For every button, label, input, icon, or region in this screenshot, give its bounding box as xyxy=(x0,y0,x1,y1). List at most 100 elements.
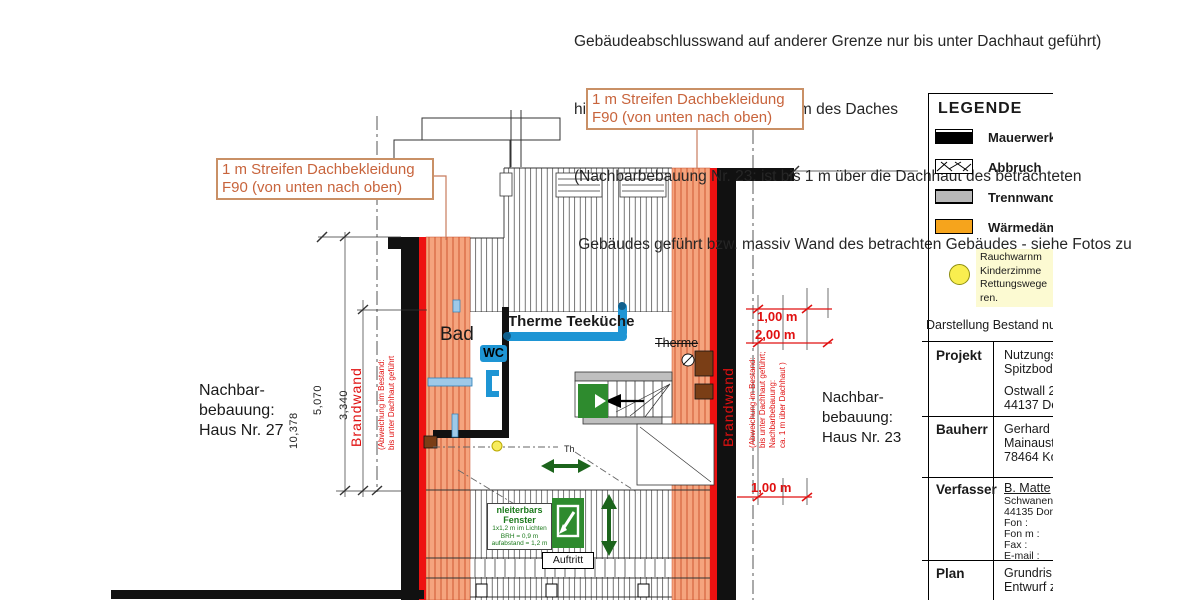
neighbor-right-label: Nachbar- bebauung: Haus Nr. 23 xyxy=(822,388,901,448)
smoke-note-line: Rettungswege xyxy=(980,278,1048,290)
waermedaemmung-swatch xyxy=(935,219,973,234)
win-note-line: BRH = 0,9 m xyxy=(500,532,539,540)
win-note-line: 1x1,2 m im Lichten xyxy=(492,525,547,532)
tb-label-plan: Plan xyxy=(936,566,965,581)
roof-windows xyxy=(499,172,667,198)
neighbor-line: Haus Nr. 27 xyxy=(199,422,284,439)
dim-upper: 5,070 xyxy=(312,384,324,415)
room-label-bad: Bad xyxy=(440,324,474,345)
win-note-line: Fenster xyxy=(503,515,536,525)
tb-value: Ostwall 2 xyxy=(1004,384,1053,398)
tb-line xyxy=(922,560,1053,561)
tb-value: 44135 Dor xyxy=(1004,506,1053,518)
horizontal-double-arrow-icon xyxy=(541,459,591,473)
dim-total: 10,378 xyxy=(288,412,300,449)
masonry-walls xyxy=(111,168,794,600)
room-label-therme-teekueche: Therme Teeküche xyxy=(508,313,635,330)
f90-strip-label-right: 1 m Streifen Dachbekleidung F90 (von unt… xyxy=(586,88,804,130)
vertical-double-arrow-icon xyxy=(601,494,617,556)
note-line: (Nachbarbebauung Nr. 23: ist bis 1 m übe… xyxy=(574,168,1082,185)
win-note-line: nleiterbars xyxy=(496,505,543,515)
f90-label-line: 1 m Streifen Dachbekleidung xyxy=(222,161,415,178)
tb-label-bauherr: Bauherr xyxy=(936,422,988,437)
panel-footer-note: Darstellung Bestand nu xyxy=(926,318,1053,332)
neighbor-line: Haus Nr. 23 xyxy=(822,429,902,446)
tb-value: E-mail : xyxy=(1004,550,1040,562)
tb-value: Mainaust xyxy=(1004,436,1053,450)
tb-value: Spitzbod xyxy=(1004,362,1053,376)
legend-item-trennwand: Trennwand xyxy=(988,190,1053,205)
smoke-note-line: Kinderzimme xyxy=(980,264,1042,277)
dim-red-bottom: 1,00 m xyxy=(751,480,792,495)
f90-label-line: 1 m Streifen Dachbekleidung xyxy=(592,91,785,108)
f90-label-line: F90 (von unten nach oben) xyxy=(222,179,403,196)
abbruch-swatch xyxy=(935,159,973,174)
firewall-left-note: bis unter Dachhaut geführt xyxy=(387,355,396,450)
panel-border-left xyxy=(928,93,929,600)
firewall-right-note: (Abweichung im Bestand: xyxy=(748,357,757,448)
tb-value: Schwanen xyxy=(1004,495,1053,507)
auftritt-label: Auftritt xyxy=(542,552,594,569)
tb-value: Entwurf z xyxy=(1004,580,1053,594)
neighbor-line: Nachbar- xyxy=(822,389,884,406)
tb-value: B. Matte xyxy=(1004,481,1051,495)
label-leader-lines xyxy=(430,127,698,240)
tb-value: Nutzungs xyxy=(1004,348,1053,362)
legend-item-waermedaemmung: Wärmedäm xyxy=(988,220,1053,235)
dim-red-top2: 2,00 m xyxy=(755,327,796,342)
firewall-lines xyxy=(419,168,717,600)
room-label-wc: WC xyxy=(480,345,507,362)
firewall-right-note: ca. 1 m über Dachhaut ) xyxy=(778,362,787,448)
tb-line xyxy=(922,416,1053,417)
tb-label-verfasser: Verfasser xyxy=(936,482,997,497)
firewall-left-note: (Abweichung im Bestand: xyxy=(377,359,386,450)
legend-item-abbruch: Abbruch xyxy=(988,160,1042,175)
mauerwerk-swatch xyxy=(935,129,973,144)
note-line: Gebäudeabschlusswand auf anderer Grenze … xyxy=(574,33,1102,50)
neighbor-line: Nachbar- xyxy=(199,382,265,399)
room-label-therme: Therme xyxy=(655,336,699,350)
note-line: Gebäudes geführt bzw. massiv Wand des be… xyxy=(574,235,1132,253)
win-note-line: aufabstand = 1,2 m xyxy=(491,540,548,547)
panel-border-top xyxy=(928,93,1053,94)
tb-value: Fon : xyxy=(1004,517,1028,529)
roof-hatch-band xyxy=(429,167,672,313)
label-th: Th xyxy=(564,444,575,454)
dimension-lines-black xyxy=(336,231,829,505)
tb-line xyxy=(922,477,1053,478)
firewall-right-title: Brandwand xyxy=(720,367,736,447)
legend-item-mauerwerk: Mauerwerk xyxy=(988,130,1053,145)
smoke-note-line: Rauchwarnm xyxy=(980,251,1042,263)
neighbor-left-label: Nachbar- bebauung: Haus Nr. 27 xyxy=(199,381,283,441)
escape-window-note: nleiterbars Fenster 1x1,2 m im Lichten B… xyxy=(487,503,552,550)
f90-strip-label-left: 1 m Streifen Dachbekleidung F90 (von unt… xyxy=(216,158,434,200)
tb-value: Fax : xyxy=(1004,539,1028,551)
tb-label-projekt: Projekt xyxy=(936,348,982,363)
dimension-lines-red xyxy=(737,304,834,502)
tb-value: Grundris xyxy=(1004,566,1052,580)
escape-route-sign-icon xyxy=(578,384,608,418)
stair-direction-arrow xyxy=(605,394,621,408)
escape-window-sign-icon xyxy=(552,498,584,548)
trennwand-swatch xyxy=(935,189,973,204)
wall-reference-lines xyxy=(316,165,918,243)
tb-value: 44137 De xyxy=(1004,398,1053,412)
smoke-note-line: ren. xyxy=(980,291,999,304)
tb-line xyxy=(922,341,1053,342)
firewall-right-note: Nachbarbebauung: xyxy=(768,379,777,448)
neighbor-line: bebauung: xyxy=(822,409,893,426)
tb-value: 78464 Ko xyxy=(1004,450,1053,464)
neighbor-line: bebauung: xyxy=(199,402,275,419)
plumbing-blue xyxy=(427,299,627,452)
general-note: Gebäudeabschlusswand auf anderer Grenze … xyxy=(574,0,1132,301)
smoke-detector-dot xyxy=(491,440,503,452)
legend-and-titleblock-panel: LEGENDE Mauerwerk Abbruch Trennwand Wärm… xyxy=(922,88,1053,600)
interior-walls xyxy=(423,307,714,449)
firewall-left-title: Brandwand xyxy=(348,367,364,447)
dim-inner: 3,340 xyxy=(338,389,350,420)
legend-title: LEGENDE xyxy=(938,100,1023,117)
tb-column-line xyxy=(993,341,994,600)
firewall-right-note: bis unter Dachhaut geführt; xyxy=(758,351,767,448)
f90-label-line: F90 (von unten nach oben) xyxy=(592,109,773,126)
